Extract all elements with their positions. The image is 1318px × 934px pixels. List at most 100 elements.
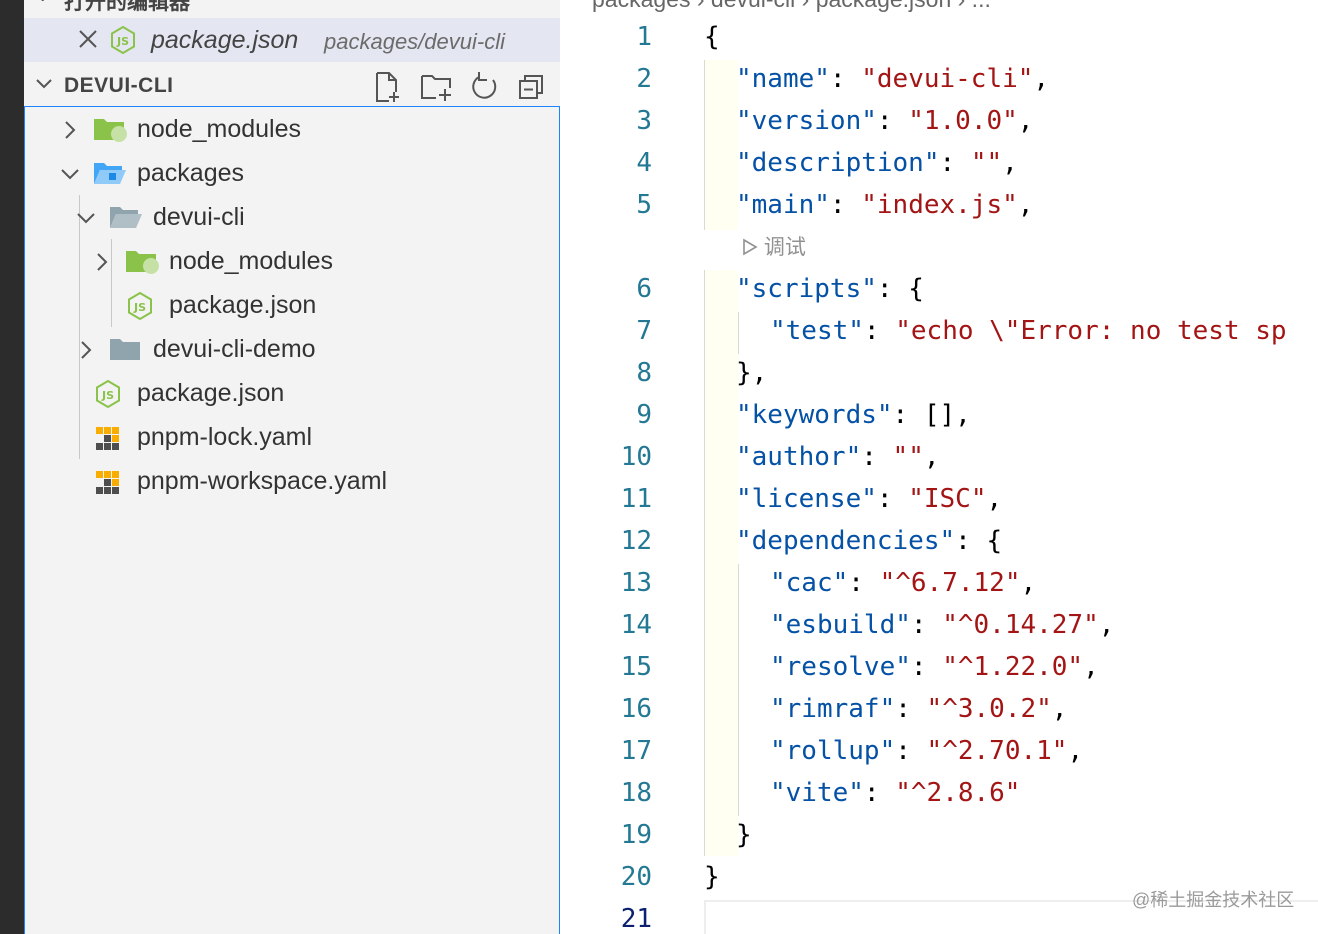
node-folder-icon — [126, 251, 159, 274]
code-line-18[interactable]: "vite": "^2.8.6" — [770, 778, 1021, 808]
indent-guide — [738, 312, 739, 354]
new-folder-icon[interactable] — [419, 70, 453, 104]
indent-guide — [738, 564, 739, 816]
code-line-8[interactable]: }, — [736, 358, 768, 388]
refresh-icon[interactable] — [467, 70, 501, 104]
open-editor-filename: package.json — [151, 26, 299, 54]
packages-folder-open-icon — [94, 163, 126, 184]
nodejs-icon: JS — [96, 380, 120, 408]
tree-item-label: package.json — [137, 379, 285, 407]
tree-item-pnpm-lock[interactable]: pnpm-lock.yaml — [25, 415, 559, 459]
debug-label: 调试 — [763, 236, 806, 259]
code-line-16[interactable]: "rimraf": "^3.0.2", — [770, 694, 1068, 724]
open-editors-title: 打开的编辑器 — [64, 0, 190, 12]
tree-item-package-json-nested[interactable]: JS package.json — [25, 283, 559, 327]
tree-item-label: pnpm-workspace.yaml — [137, 467, 388, 495]
pnpm-icon — [96, 427, 119, 450]
line-number: 12 — [620, 526, 652, 556]
tree-item-node-modules-nested[interactable]: node_modules — [25, 239, 559, 283]
code-line-4[interactable]: "description": "", — [736, 148, 1018, 178]
code-line-10[interactable]: "author": "", — [736, 442, 940, 472]
line-number-gutter: 1 2 3 4 5 6 7 8 9 10 11 12 13 14 15 16 1… — [560, 0, 660, 934]
code-editor[interactable]: packages › devui-cli › package.json › ..… — [560, 0, 1318, 934]
tree-item-devui-cli-demo[interactable]: devui-cli-demo — [25, 327, 559, 371]
explorer-sidebar: ⌄ 打开的编辑器 JS package.json packages/devui-… — [24, 0, 560, 934]
tree-item-label: node_modules — [169, 247, 334, 275]
line-number: 20 — [620, 862, 652, 892]
line-number: 15 — [620, 652, 652, 682]
code-line-7[interactable]: "test": "echo \"Error: no test sp — [770, 316, 1287, 346]
line-number: 8 — [636, 358, 652, 388]
open-editors-header[interactable]: ⌄ 打开的编辑器 — [24, 0, 560, 12]
collapse-all-icon[interactable] — [514, 70, 548, 104]
code-line-6[interactable]: "scripts": { — [736, 274, 924, 304]
breadcrumb[interactable]: packages › devui-cli › package.json › ..… — [592, 0, 991, 14]
debug-codelens[interactable]: 调试 — [742, 231, 806, 261]
svg-text:JS: JS — [116, 35, 129, 48]
code-line-5[interactable]: "main": "index.js", — [736, 190, 1034, 220]
line-number: 17 — [620, 736, 652, 766]
svg-text:JS: JS — [133, 301, 146, 314]
nodejs-icon: JS — [111, 26, 135, 54]
close-icon[interactable] — [76, 26, 100, 52]
code-line-3[interactable]: "version": "1.0.0", — [736, 106, 1034, 136]
indent-highlight — [704, 270, 738, 856]
line-number: 9 — [636, 400, 652, 430]
tree-item-label: pnpm-lock.yaml — [137, 423, 313, 451]
line-number: 13 — [620, 568, 652, 598]
code-line-2[interactable]: "name": "devui-cli", — [736, 64, 1050, 94]
pnpm-icon — [96, 471, 119, 494]
line-number-active: 21 — [620, 904, 652, 934]
tree-item-label: devui-cli — [153, 203, 245, 231]
line-number: 7 — [636, 316, 652, 346]
open-editor-path: packages/devui-cli — [324, 29, 505, 54]
tree-item-label: devui-cli-demo — [153, 335, 316, 363]
svg-text:JS: JS — [101, 389, 114, 402]
watermark: @稀土掘金技术社区 — [1132, 890, 1295, 910]
line-number: 16 — [620, 694, 652, 724]
line-number: 11 — [620, 484, 652, 514]
line-number: 2 — [636, 64, 652, 94]
node-folder-icon — [94, 119, 127, 142]
chevron-down-icon — [61, 169, 79, 180]
chevron-down-icon — [77, 213, 95, 224]
indent-guide — [704, 270, 705, 856]
explorer-title: DEVUI-CLI — [64, 74, 174, 97]
explorer-section-header[interactable]: DEVUI-CLI — [24, 64, 560, 106]
tree-item-package-json[interactable]: JS package.json — [25, 371, 559, 415]
code-line-12[interactable]: "dependencies": { — [736, 526, 1003, 556]
line-number: 4 — [636, 148, 652, 178]
code-line-1[interactable]: { — [704, 22, 720, 52]
chevron-right-icon — [97, 253, 108, 271]
tree-item-label: node_modules — [137, 115, 302, 143]
nodejs-icon: JS — [128, 292, 152, 320]
code-line-11[interactable]: "license": "ISC", — [736, 484, 1003, 514]
folder-open-icon — [110, 207, 142, 228]
tree-item-packages[interactable]: packages — [25, 151, 559, 195]
code-line-14[interactable]: "esbuild": "^0.14.27", — [770, 610, 1115, 640]
code-line-17[interactable]: "rollup": "^2.70.1", — [770, 736, 1084, 766]
open-editor-item[interactable]: JS package.json packages/devui-cli — [24, 18, 560, 62]
activity-bar — [0, 0, 24, 934]
play-icon — [743, 238, 758, 256]
code-line-19[interactable]: } — [736, 820, 752, 850]
code-line-9[interactable]: "keywords": [], — [736, 400, 971, 430]
tree-item-devui-cli[interactable]: devui-cli — [25, 195, 559, 239]
code-line-15[interactable]: "resolve": "^1.22.0", — [770, 652, 1099, 682]
code-line-13[interactable]: "cac": "^6.7.12", — [770, 568, 1037, 598]
code-line-20[interactable]: } — [704, 862, 720, 892]
line-number: 3 — [636, 106, 652, 136]
tree-item-pnpm-workspace[interactable]: pnpm-workspace.yaml — [25, 459, 559, 503]
tree-item-label: package.json — [169, 291, 317, 319]
indent-guide — [111, 239, 112, 327]
line-number: 5 — [636, 190, 652, 220]
chevron-right-icon — [81, 341, 92, 359]
tree-item-node-modules[interactable]: node_modules — [25, 107, 559, 151]
indent-guide — [704, 60, 705, 230]
new-file-icon[interactable] — [372, 70, 406, 104]
line-number: 19 — [620, 820, 652, 850]
chevron-down-icon — [36, 79, 52, 89]
line-number: 1 — [636, 22, 652, 52]
file-tree: node_modules packages devui-cli — [24, 106, 560, 934]
line-number: 6 — [636, 274, 652, 304]
